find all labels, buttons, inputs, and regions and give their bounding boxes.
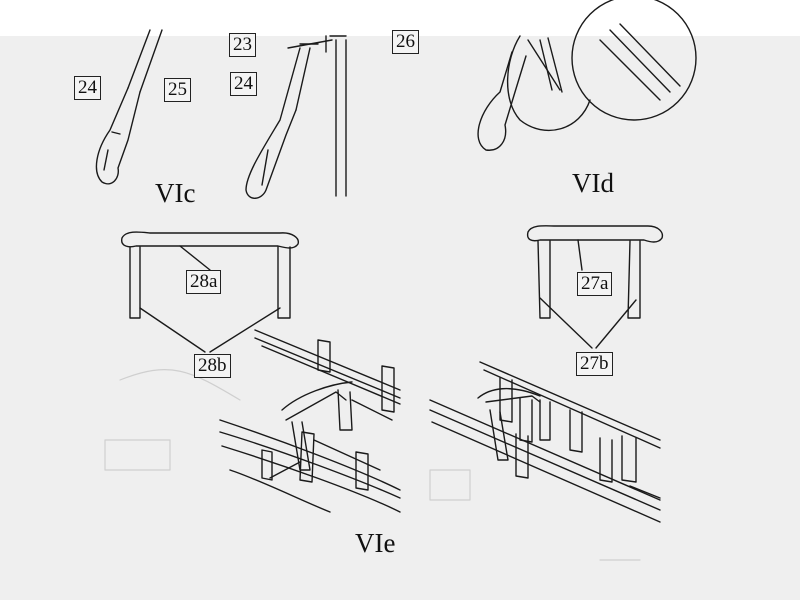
part-label-27b: 27b	[576, 352, 613, 376]
part-label-26: 26	[392, 30, 419, 54]
frame-28	[121, 231, 299, 353]
part-label-24-left: 24	[74, 76, 101, 100]
section-title-vie: VIe	[355, 528, 396, 558]
part-label-28a: 28a	[186, 270, 222, 294]
part-label-23: 23	[229, 33, 256, 57]
section-title-vid: VId	[572, 168, 614, 198]
vic-handle-center	[245, 35, 347, 199]
vie-rails-left	[219, 329, 401, 513]
part-label-24-center: 24	[230, 72, 257, 96]
part-label-28b: 28b	[194, 354, 231, 378]
part-label-25: 25	[164, 78, 191, 102]
vid-handle	[477, 0, 697, 151]
show-through-ghost	[104, 369, 641, 561]
part-label-27a: 27a	[577, 272, 613, 296]
frame-27	[526, 225, 664, 349]
vic-handle-left	[95, 29, 163, 185]
vie-rails-right	[429, 361, 661, 523]
section-title-vic: VIc	[155, 178, 196, 208]
